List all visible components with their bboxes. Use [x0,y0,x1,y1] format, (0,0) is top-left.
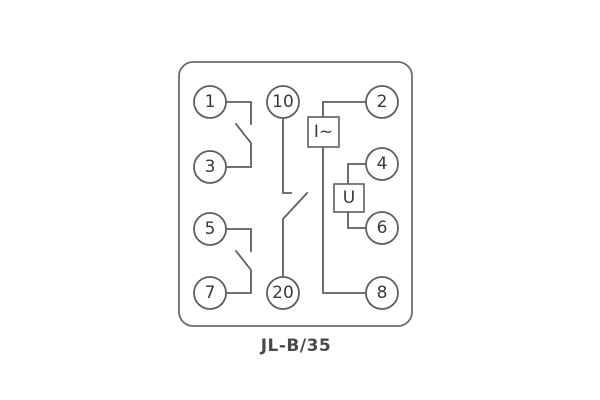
terminal-circle [266,85,300,119]
terminal-label: 6 [377,218,388,238]
wire-1-3-upper [225,101,252,125]
wire-coil-to-8 [322,146,367,294]
switch-10-20 [282,117,309,278]
current-coil-box [307,116,340,148]
wire-4-to-coil [347,163,367,185]
terminal-label: 7 [205,283,216,303]
terminal-6: 6 [365,211,399,245]
terminal-label: 20 [272,283,294,303]
contact-1-3 [225,101,252,168]
wire-10-down [282,117,292,194]
terminal-circle [365,211,399,245]
wire-5-7-upper [225,228,252,252]
terminal-label: 8 [377,283,388,303]
terminal-label: 10 [272,92,294,112]
terminal-20: 20 [266,276,300,310]
terminal-circle [365,276,399,310]
model-label: JL-B/35 [260,336,332,356]
wire-2-to-coil [322,101,367,118]
terminal-label: 2 [377,92,388,112]
terminal-circle [193,85,227,119]
wire-coil-to-6 [347,211,367,229]
terminal-7: 7 [193,276,227,310]
contact-5-7 [225,228,252,294]
terminal-4: 4 [365,147,399,181]
terminal-2: 2 [365,85,399,119]
voltage-coil-box [333,183,365,213]
terminal-circle [193,276,227,310]
terminal-label: 4 [377,154,388,174]
wire-5-7-blade [225,249,252,294]
switch-blade [282,191,309,278]
terminal-circle [193,212,227,246]
terminal-5: 5 [193,212,227,246]
current-coil-circuit: I~ [307,101,367,294]
terminal-label: 5 [205,219,216,239]
terminal-circle [193,150,227,184]
voltage-coil-label: U [343,188,355,208]
wire-1-3-blade [225,122,252,168]
terminal-8: 8 [365,276,399,310]
terminal-circle [365,85,399,119]
terminal-10: 10 [266,85,300,119]
terminal-label: 1 [205,92,216,112]
current-coil-label: I~ [314,122,333,142]
voltage-coil-circuit: U [333,163,367,229]
terminal-1: 1 [193,85,227,119]
terminal-circle [365,147,399,181]
terminal-circle [266,276,300,310]
terminal-label: 3 [205,157,216,177]
relay-housing-frame [178,61,413,327]
terminal-3: 3 [193,150,227,184]
